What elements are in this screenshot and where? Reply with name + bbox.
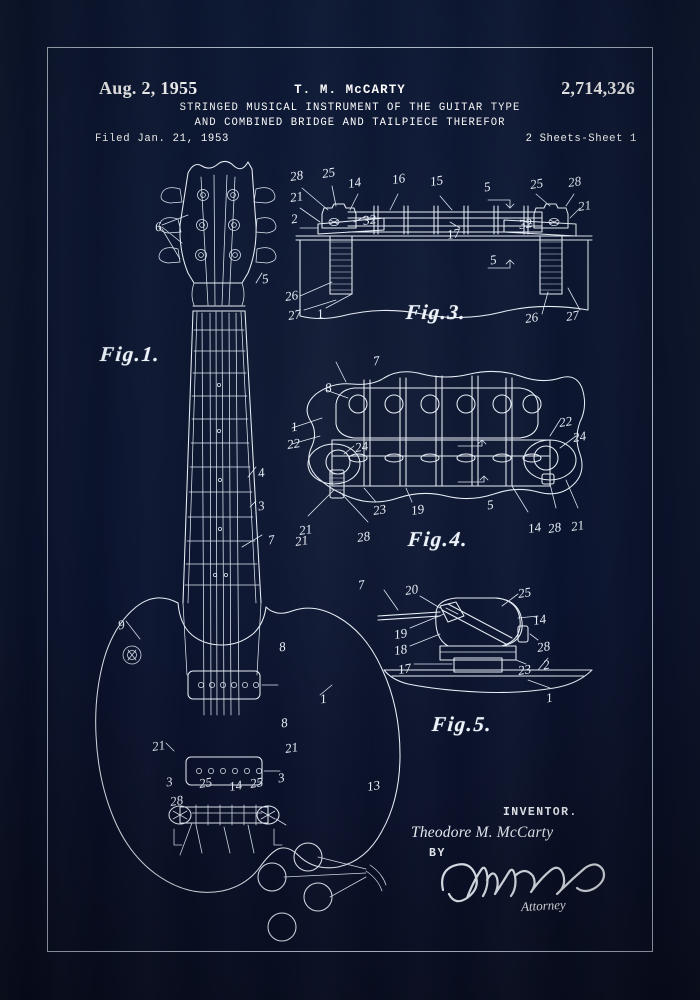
reference-numeral: 23 [516, 661, 533, 678]
by-label: BY [429, 847, 447, 860]
reference-numeral: 15 [428, 172, 445, 189]
attorney-label: Attorney [520, 896, 567, 915]
reference-numeral: 7 [266, 531, 276, 548]
reference-numeral: 21 [576, 197, 593, 214]
reference-numeral: 25 [248, 774, 265, 791]
reference-numeral: 20 [403, 581, 420, 598]
reference-numeral: 25 [516, 584, 533, 601]
reference-numeral: 5 [488, 251, 498, 268]
reference-numeral: 8 [279, 714, 289, 731]
reference-numeral: 17 [445, 225, 462, 242]
reference-numeral: 13 [365, 777, 382, 794]
reference-numeral: 5 [482, 178, 492, 195]
figure-5-caption: Fig.5. [430, 712, 494, 736]
reference-numeral: 28 [566, 173, 583, 190]
poster-frame-border [47, 47, 653, 952]
reference-numeral: 4 [256, 464, 266, 481]
reference-numeral: 2 [289, 210, 299, 227]
figure-5-saddle-section-drawing [377, 588, 598, 703]
reference-numeral: 5 [485, 496, 495, 513]
reference-numeral: 7 [356, 576, 366, 593]
patent-title-line-1: STRINGED MUSICAL INSTRUMENT OF THE GUITA… [179, 102, 521, 114]
reference-numeral: 6 [153, 218, 163, 235]
reference-numeral: 32 [517, 215, 534, 232]
reference-numeral: 14 [346, 174, 363, 191]
reference-numeral: 21 [288, 188, 305, 205]
patent-number: 2,714,326 [561, 78, 635, 98]
reference-numeral: 3 [164, 773, 174, 790]
reference-numeral: 14 [531, 611, 548, 628]
reference-numeral: 21 [297, 521, 314, 538]
reference-numeral: 28 [535, 638, 552, 655]
patent-title-line-2: AND COMBINED BRIDGE AND TAILPIECE THEREF… [194, 116, 506, 129]
figure-3-caption: Fig.3. [404, 300, 468, 324]
reference-numeral: 25 [320, 164, 337, 181]
patent-header: Aug. 2, 1955 T. M. McCARTY 2,714,326 STR… [47, 78, 653, 149]
reference-numeral: 3 [256, 497, 266, 514]
figure-1-guitar-drawing [70, 155, 401, 942]
reference-numeral: 28 [288, 167, 305, 184]
reference-numeral: 24 [353, 438, 370, 455]
reference-numeral: 25 [197, 774, 214, 791]
reference-numeral: 26 [283, 287, 300, 304]
reference-numeral: 14 [227, 777, 244, 794]
reference-numeral: 5 [260, 270, 270, 287]
figure-3-bridge-section-drawing [292, 178, 602, 328]
reference-numeral: 21 [569, 517, 586, 534]
reference-numeral: 19 [409, 501, 426, 518]
reference-numeral: 22 [557, 413, 574, 430]
patent-date: Aug. 2, 1955 [99, 78, 198, 98]
inventor-label: INVENTOR. [503, 806, 578, 819]
figure-4-bridge-plan-drawing [288, 360, 598, 540]
reference-numeral: 27 [286, 306, 303, 323]
reference-numeral: 22 [285, 435, 302, 452]
reference-numeral: 25 [528, 175, 545, 192]
reference-numeral: 2 [541, 656, 551, 673]
patent-filed-date: Filed Jan. 21, 1953 [95, 133, 230, 145]
patent-inventor-caps: T. M. McCARTY [294, 83, 406, 97]
reference-numeral: 18 [392, 641, 409, 658]
reference-numeral: 21 [283, 739, 300, 756]
inventor-name: Theodore M. McCarty [411, 824, 554, 841]
reference-numeral: 17 [396, 660, 413, 677]
reference-numeral: 21 [150, 737, 167, 754]
reference-numeral: 28 [546, 519, 563, 536]
reference-numeral: 23 [371, 501, 388, 518]
figure-4-caption: Fig.4. [406, 527, 470, 551]
reference-numeral: 28 [355, 528, 372, 545]
reference-numeral: 14 [526, 519, 543, 536]
reference-numeral: 26 [523, 309, 540, 326]
reference-numeral: 32 [361, 211, 378, 228]
reference-numeral: 24 [571, 428, 588, 445]
reference-numeral: 8 [323, 379, 333, 396]
patent-sheet-count: 2 Sheets-Sheet 1 [525, 133, 637, 145]
reference-numeral: 16 [390, 170, 407, 187]
reference-numeral: 8 [277, 638, 287, 655]
reference-numeral: 9 [116, 616, 126, 633]
attorney-signature-scrawl [437, 858, 607, 910]
reference-numeral: 27 [564, 307, 581, 324]
reference-numeral: 7 [371, 352, 381, 369]
reference-numeral: 19 [392, 625, 409, 642]
figure-1-caption: Fig.1. [98, 342, 162, 366]
reference-numeral: 3 [276, 769, 286, 786]
reference-numeral: 28 [168, 792, 185, 809]
